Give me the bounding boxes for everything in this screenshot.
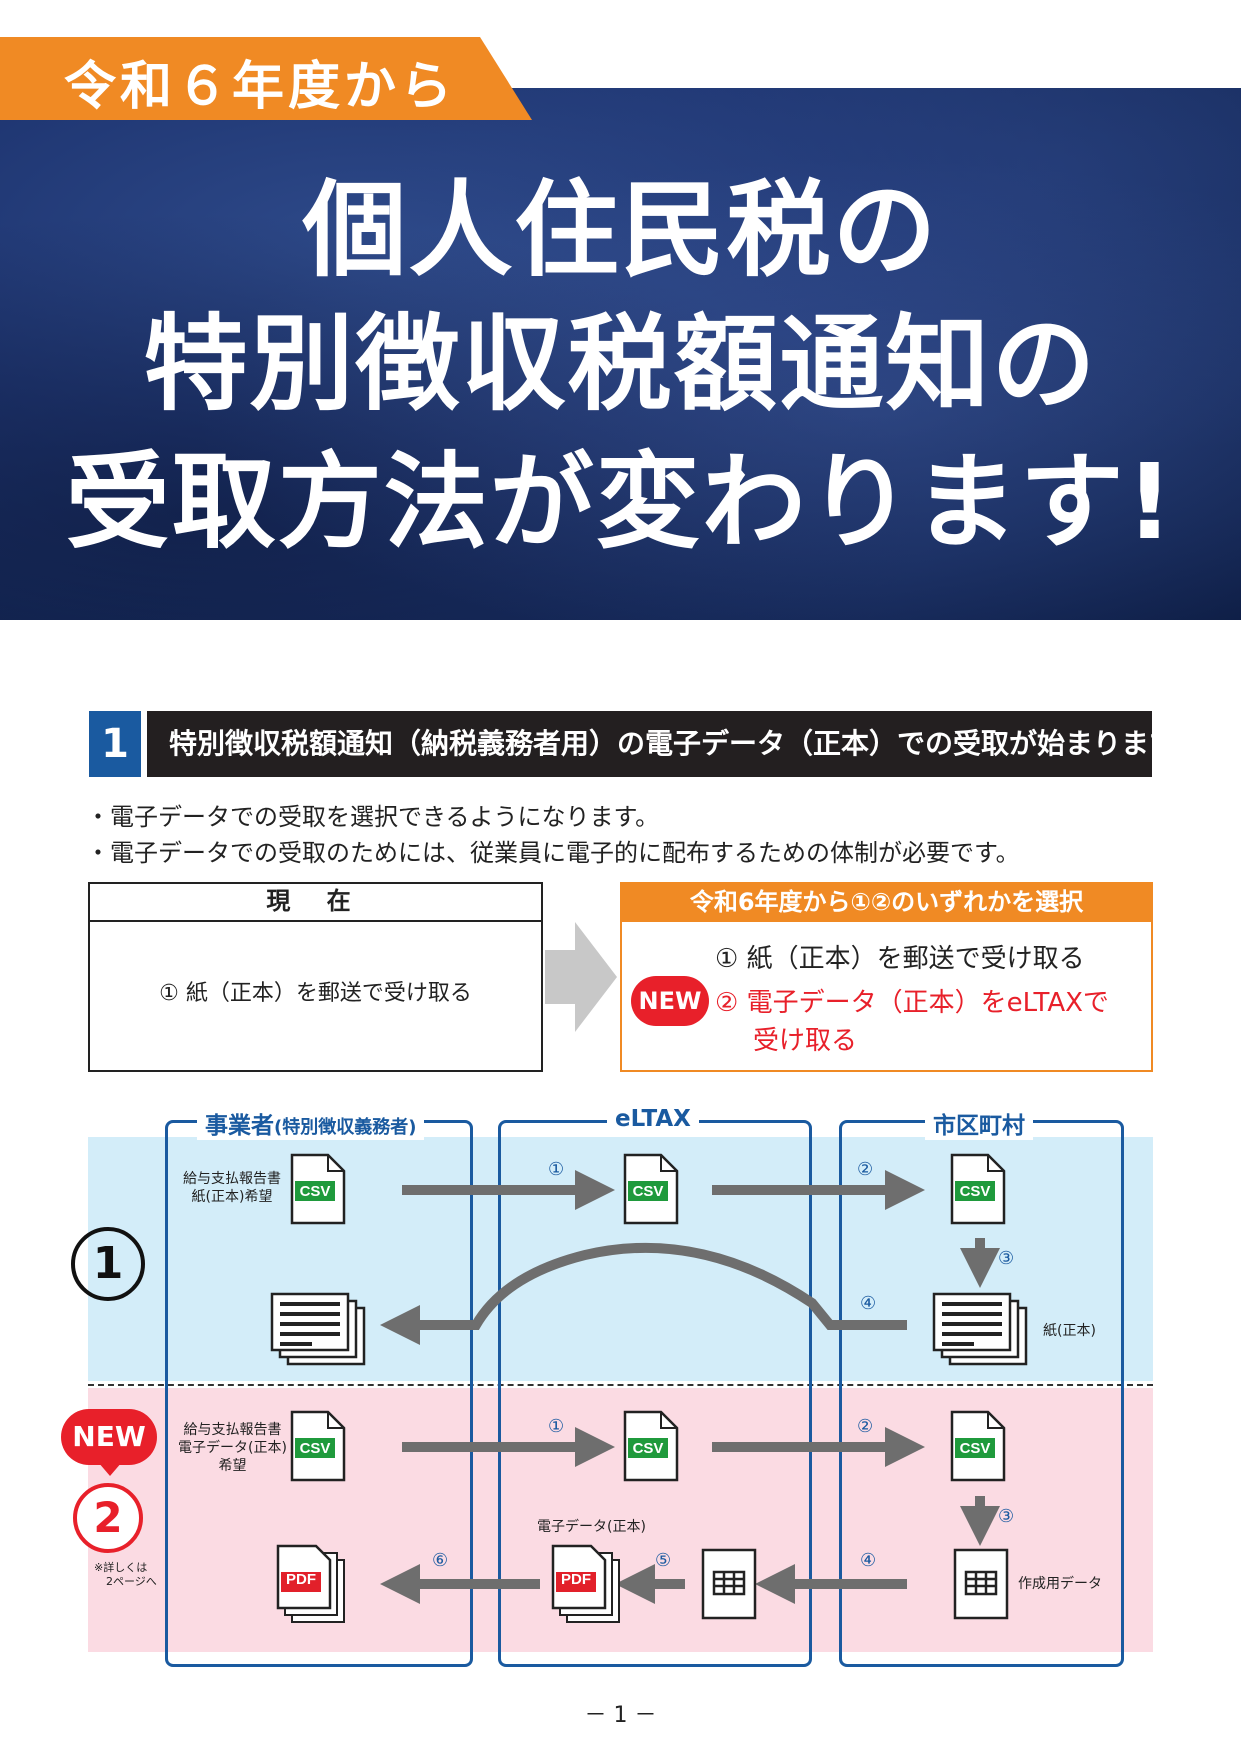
new-option-1: ① 紙（正本）を郵送で受け取る — [715, 944, 1085, 974]
section-heading: 特別徴収税額通知（納税義務者用）の電子データ（正本）での受取が始まります。 — [147, 711, 1202, 777]
step-1: ① — [548, 1416, 564, 1437]
csv-label: CSV — [960, 1183, 991, 1200]
current-box — [88, 882, 543, 1072]
route-1-marker: 1 — [71, 1227, 145, 1301]
row1-sender-label: 給与支払報告書紙(正本)希望 — [183, 1171, 281, 1205]
step-5: ⑤ — [655, 1550, 671, 1571]
spreadsheet-icon — [953, 1548, 1009, 1620]
band-divider — [88, 1384, 1153, 1386]
step-2: ② — [857, 1159, 873, 1180]
year-ribbon — [0, 37, 532, 120]
pdf-label: PDF — [286, 1571, 316, 1588]
csv-label: CSV — [960, 1440, 991, 1457]
step-3: ③ — [998, 1248, 1014, 1269]
step-3: ③ — [998, 1506, 1014, 1527]
hero-banner — [0, 88, 1241, 620]
paper-stack-icon — [932, 1292, 1028, 1366]
row2-sender-label: 給与支払報告書電子データ(正本)希望 — [178, 1422, 287, 1474]
current-option: ① 紙（正本）を郵送で受け取る — [159, 981, 472, 1006]
spreadsheet-icon — [701, 1548, 757, 1620]
bullet-2: ・電子データでの受取のためには、従業員に電子的に配布するための体制が必要です。 — [86, 839, 1020, 867]
column-city-title: 市区町村 — [925, 1106, 1033, 1140]
paper-stack-icon — [270, 1292, 366, 1366]
column-eltax-title: eLTAX — [607, 1106, 699, 1132]
section-number: 1 — [89, 711, 141, 777]
badge-pointer-icon — [98, 1462, 122, 1476]
new-option-2-line2: 受け取る — [753, 1026, 858, 1056]
route-2-marker: 2 — [73, 1483, 143, 1553]
created-data-label: 作成用データ — [1018, 1576, 1102, 1592]
csv-label: CSV — [633, 1183, 664, 1200]
step-1: ① — [548, 1159, 564, 1180]
csv-label: CSV — [300, 1183, 331, 1200]
transition-arrow-icon — [545, 922, 617, 1032]
csv-label: CSV — [300, 1440, 331, 1457]
new-badge: NEW — [631, 976, 709, 1026]
title-line-2: 特別徴収税額通知の — [143, 303, 1098, 425]
step-4: ④ — [860, 1293, 876, 1314]
edata-label: 電子データ(正本) — [537, 1519, 646, 1535]
route-2-new-badge: NEW — [61, 1409, 157, 1465]
current-box-title: 現 在 — [88, 882, 543, 922]
title-line-3: 受取方法が変わります! — [65, 441, 1176, 563]
step-6: ⑥ — [432, 1550, 448, 1571]
column-business-title: 事業者(特別徴収義務者) — [197, 1106, 425, 1140]
new-box-title: 令和6年度から①②のいずれかを選択 — [620, 882, 1153, 922]
step-4: ④ — [860, 1550, 876, 1571]
bullet-1: ・電子データでの受取を選択できるようになります。 — [86, 803, 660, 831]
csv-label: CSV — [633, 1440, 664, 1457]
pdf-label: PDF — [561, 1571, 591, 1588]
step-2: ② — [857, 1416, 873, 1437]
new-option-2-line1: ② 電子データ（正本）をeLTAXで — [715, 988, 1109, 1018]
paper-label: 紙(正本) — [1043, 1323, 1096, 1339]
page-number: － 1 － — [584, 1703, 657, 1728]
year-ribbon-text: 令和６年度から — [64, 57, 457, 117]
title-line-1: 個人住民税の — [302, 169, 939, 291]
